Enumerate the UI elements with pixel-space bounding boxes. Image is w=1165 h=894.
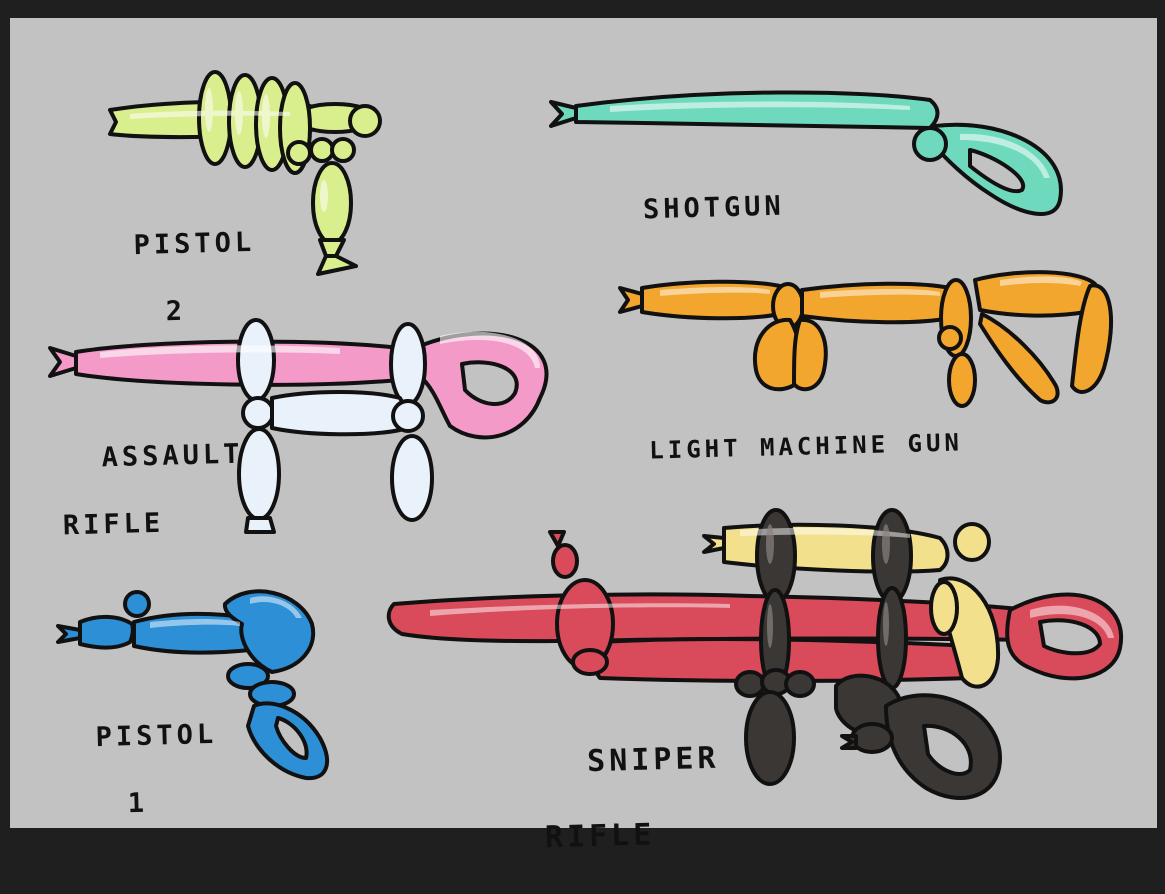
balloon-weapons-sheet <box>48 70 1124 800</box>
label-pistol-1: PISTOL 1 <box>54 684 220 857</box>
label-assault-rifle-line2: RIFLE <box>62 507 165 542</box>
canvas-frame: PISTOL 2 SHOTGUN ASSAULT RIFLE LIGHT MAC… <box>10 18 1157 855</box>
label-assault-rifle-line1: ASSAULT <box>101 438 244 474</box>
label-pistol-2-line1: PISTOL <box>133 226 256 261</box>
label-shotgun-line1: SHOTGUN <box>642 190 786 226</box>
sniper-rifle-balloon <box>386 508 1124 800</box>
label-pistol-1-line1: PISTOL <box>95 718 218 753</box>
label-sniper-rifle: SNIPER RIFLE <box>542 702 723 894</box>
label-pistol-1-line2: 1 <box>127 787 149 820</box>
label-pistol-2-line2: 2 <box>165 295 187 328</box>
label-sniper-rifle-line1: SNIPER <box>586 740 720 779</box>
label-light-machine-gun: LIGHT MACHINE GUN <box>611 397 963 466</box>
label-shotgun: SHOTGUN <box>601 156 786 228</box>
label-assault-rifle: ASSAULT RIFLE <box>60 404 247 577</box>
label-pistol-2: PISTOL 2 <box>92 192 258 365</box>
label-sniper-rifle-line2: RIFLE <box>544 816 656 855</box>
